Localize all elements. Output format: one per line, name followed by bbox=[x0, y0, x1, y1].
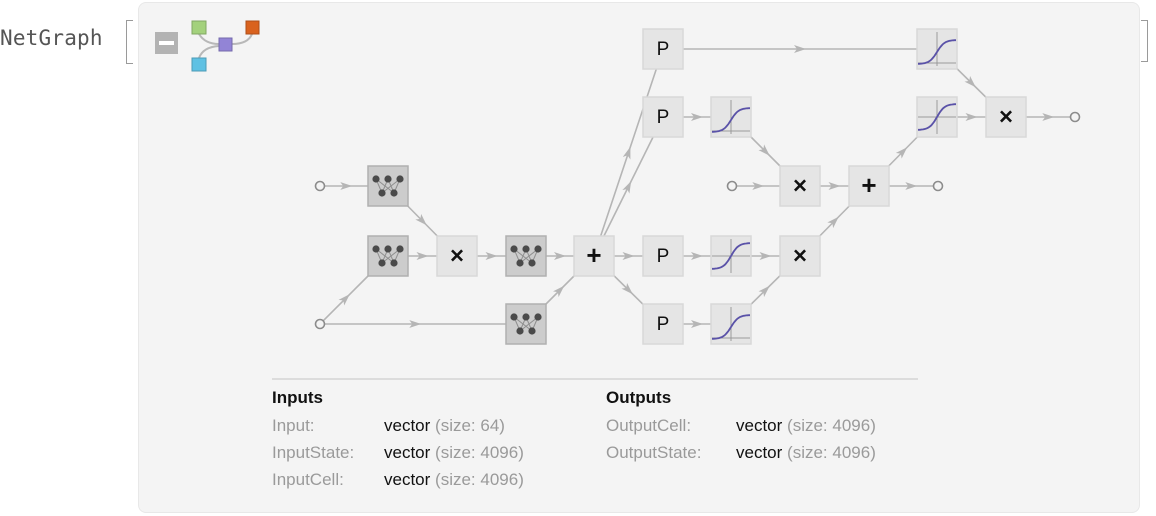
logistic-sigmoid-icon bbox=[918, 32, 956, 66]
edge-lin1-mul1 bbox=[407, 205, 438, 237]
collapse-button[interactable] bbox=[155, 32, 178, 54]
node-p2[interactable]: P bbox=[642, 96, 684, 138]
edge-sig2-mul2 bbox=[750, 136, 781, 167]
node-add1[interactable]: + bbox=[573, 235, 615, 277]
part-label: P bbox=[657, 107, 670, 128]
node-p4[interactable]: P bbox=[642, 303, 684, 345]
node-sig4[interactable] bbox=[710, 303, 752, 345]
node-add2[interactable]: + bbox=[848, 165, 890, 207]
port-label: OutputState: bbox=[606, 443, 702, 462]
blue-node-icon bbox=[191, 57, 207, 72]
node-mul1[interactable]: × bbox=[436, 235, 478, 277]
inputs-title: Inputs bbox=[272, 388, 323, 407]
edge-add2-tanh5 bbox=[888, 136, 918, 167]
input-row: InputCell: vector (size: 4096) bbox=[272, 466, 524, 493]
output-row: OutputState: vector (size: 4096) bbox=[606, 439, 876, 466]
node-sig2[interactable] bbox=[710, 96, 752, 138]
times-label: × bbox=[450, 242, 464, 269]
outputs-section: Outputs OutputCell: vector (size: 4096) O… bbox=[606, 388, 876, 466]
edge-lin4-add1 bbox=[545, 275, 575, 305]
edge-sig1-mul4 bbox=[956, 68, 987, 98]
edge-mul3-add2 bbox=[819, 205, 850, 237]
port-label: InputCell: bbox=[272, 470, 344, 489]
port-in_cell[interactable] bbox=[726, 180, 738, 192]
icon-link bbox=[198, 33, 220, 45]
inputs-section: Inputs Input: vector (size: 64) InputStat… bbox=[272, 388, 524, 493]
port-type: vector bbox=[384, 470, 431, 489]
purple-node-icon bbox=[218, 37, 233, 52]
outputs-title: Outputs bbox=[606, 388, 672, 407]
times-label: × bbox=[793, 242, 807, 269]
port-out_state[interactable] bbox=[1069, 111, 1081, 123]
tanh-icon bbox=[918, 100, 956, 134]
output-row: OutputCell: vector (size: 4096) bbox=[606, 412, 876, 439]
port-size: (size: 4096) bbox=[435, 443, 524, 462]
linear-layer-icon bbox=[510, 245, 542, 267]
port-label: OutputCell: bbox=[606, 416, 692, 435]
linear-layer-icon bbox=[372, 245, 404, 267]
node-mul4[interactable]: × bbox=[985, 96, 1027, 138]
linear-layer-icon bbox=[372, 175, 404, 197]
port-size: (size: 64) bbox=[435, 416, 505, 435]
port-type: vector bbox=[736, 443, 783, 462]
port-out_cell[interactable] bbox=[932, 180, 944, 192]
port-in_state[interactable] bbox=[314, 318, 326, 330]
node-tanh5[interactable] bbox=[916, 96, 958, 138]
node-lin2[interactable] bbox=[367, 235, 409, 277]
node-mul2[interactable]: × bbox=[779, 165, 821, 207]
icon-link bbox=[231, 33, 253, 45]
nodes-layer: × + P P P P × × + × bbox=[314, 28, 1081, 345]
edge-add1-p2 bbox=[603, 136, 654, 237]
input-row: InputState: vector (size: 4096) bbox=[272, 439, 524, 466]
edge-add1-p4 bbox=[613, 275, 644, 305]
info-divider bbox=[272, 378, 918, 380]
logistic-sigmoid-icon bbox=[712, 100, 750, 134]
node-mul3[interactable]: × bbox=[779, 235, 821, 277]
node-tanh3[interactable] bbox=[710, 235, 752, 277]
green-node-icon bbox=[191, 20, 207, 35]
times-label: × bbox=[999, 103, 1013, 130]
function-name: NetGraph bbox=[0, 26, 103, 50]
edges-layer bbox=[322, 45, 1071, 328]
icon-link bbox=[198, 45, 220, 59]
edge-in_state-lin2 bbox=[322, 275, 369, 322]
part-label: P bbox=[657, 246, 670, 267]
part-label: P bbox=[657, 314, 670, 335]
summary-graph-icon[interactable] bbox=[191, 20, 260, 72]
port-type: vector bbox=[384, 416, 431, 435]
port-label: Input: bbox=[272, 416, 315, 435]
port-size: (size: 4096) bbox=[787, 416, 876, 435]
plus-label: + bbox=[861, 170, 876, 200]
part-label: P bbox=[657, 39, 670, 60]
port-size: (size: 4096) bbox=[787, 443, 876, 462]
times-label: × bbox=[793, 172, 807, 199]
linear-layer-icon bbox=[510, 313, 542, 335]
left-bracket bbox=[126, 20, 133, 64]
edge-sig4-mul3 bbox=[750, 275, 781, 305]
right-bracket bbox=[1141, 20, 1148, 62]
node-lin4[interactable] bbox=[505, 303, 547, 345]
node-lin1[interactable] bbox=[367, 165, 409, 207]
node-lin3[interactable] bbox=[505, 235, 547, 277]
logistic-sigmoid-icon bbox=[712, 307, 750, 341]
plus-label: + bbox=[586, 240, 601, 270]
port-in_input[interactable] bbox=[314, 180, 326, 192]
port-label: InputState: bbox=[272, 443, 355, 462]
port-size: (size: 4096) bbox=[435, 470, 524, 489]
node-p1[interactable]: P bbox=[642, 28, 684, 70]
orange-node-icon bbox=[245, 20, 260, 35]
edge-add1-p1 bbox=[599, 68, 658, 237]
node-sig1[interactable] bbox=[916, 28, 958, 70]
tanh-icon bbox=[712, 239, 750, 273]
port-type: vector bbox=[736, 416, 783, 435]
input-row: Input: vector (size: 64) bbox=[272, 412, 524, 439]
node-p3[interactable]: P bbox=[642, 235, 684, 277]
port-type: vector bbox=[384, 443, 431, 462]
